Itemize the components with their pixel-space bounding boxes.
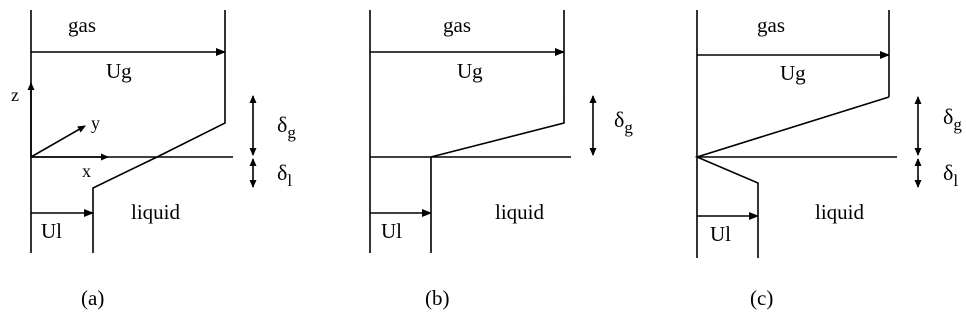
delta-liquid-label: δl [277,160,292,190]
liquid-label: liquid [815,200,865,224]
gas-velocity-label: Ug [457,59,483,83]
liquid-velocity-label: Ul [41,219,62,243]
liquid-label: liquid [131,200,181,224]
gas-velocity-label: Ug [106,59,132,83]
panel-caption: (c) [750,286,773,310]
panel-b: gas Ug liquid Ul δg (b) [369,10,633,310]
velocity-profile [694,96,890,258]
delta-gas-label: δg [943,104,962,134]
velocity-profile [92,95,226,253]
gas-label: gas [757,13,785,37]
y-axis-label: y [91,113,100,133]
liquid-velocity-label: Ul [381,219,402,243]
y-axis-arrow [30,125,86,158]
z-axis-label: z [11,85,19,105]
gas-label: gas [68,13,96,37]
liquid-label: liquid [495,200,545,224]
delta-liquid-label: δl [943,160,958,190]
panel-a: gas Ug z y x liquid Ul δg δl (a) [11,10,296,310]
gas-velocity-label: Ug [780,61,806,85]
liquid-velocity-label: Ul [710,222,731,246]
panel-c: gas Ug liquid Ul δg δl (c) [694,10,962,310]
delta-gas-label: δg [277,112,296,142]
panel-caption: (a) [81,286,104,310]
velocity-profile [430,95,565,253]
delta-gas-label: δg [614,107,633,137]
panel-caption: (b) [425,286,450,310]
gas-label: gas [443,13,471,37]
x-axis-label: x [82,161,91,181]
